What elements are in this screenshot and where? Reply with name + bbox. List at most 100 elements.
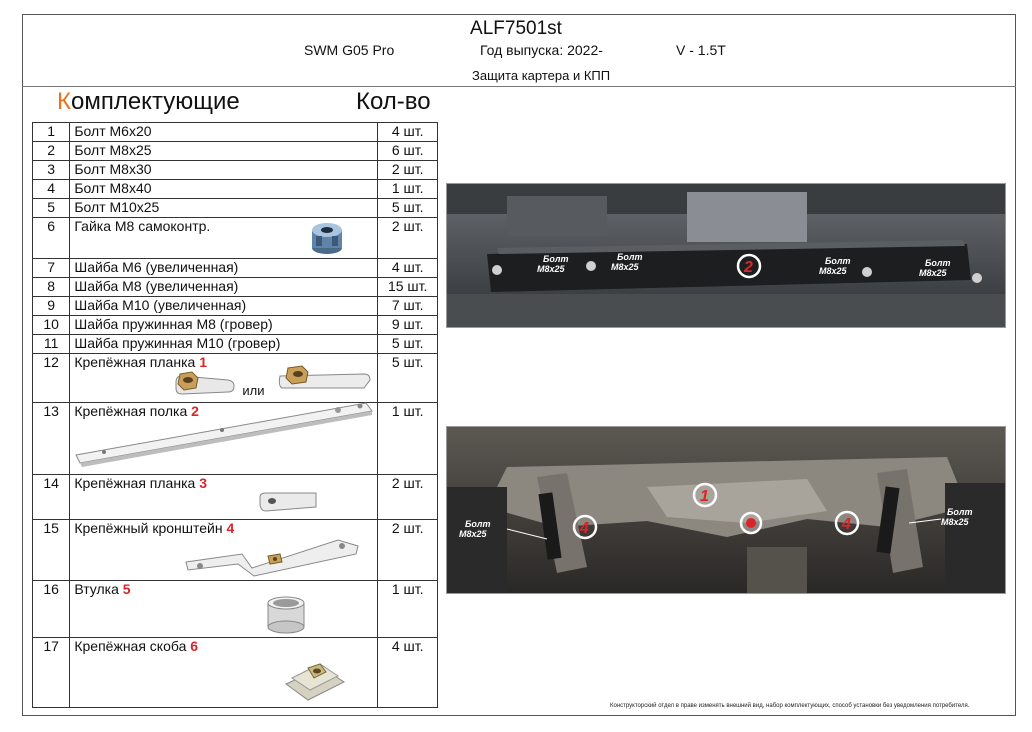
product-code: ALF7501st bbox=[470, 18, 562, 39]
callout-number: 2 bbox=[743, 259, 753, 276]
bolt-label: Болт bbox=[947, 507, 972, 517]
subframe-scene: 1 4 4 Болт M8x25 Болт M8x25 bbox=[447, 427, 1005, 593]
part-name: Шайба М8 (увеличенная) bbox=[69, 277, 379, 297]
row-number: 17 bbox=[31, 637, 71, 708]
part-ref: 4 bbox=[226, 520, 235, 536]
bolt-label: Болт bbox=[617, 252, 642, 262]
part-name: Шайба М6 (увеличенная) bbox=[69, 258, 379, 278]
part-name: Шайба М10 (увеличенная) bbox=[69, 296, 379, 316]
table-row: 13 Крепёжная полка 2 1 шт. bbox=[31, 402, 438, 475]
installation-photo-front: Болт M8x25 Болт M8x25 Болт M8x25 Болт M8… bbox=[446, 183, 1006, 328]
callout-circle bbox=[739, 511, 763, 535]
part-name-cell: Гайка М8 самоконтр. bbox=[69, 217, 379, 259]
callout-number: 4 bbox=[841, 516, 851, 533]
row-number: 2 bbox=[31, 141, 71, 161]
part-name-cell: Крепёжная скоба 6 bbox=[69, 637, 379, 708]
row-number: 10 bbox=[31, 315, 71, 335]
bolt-size-label: M8x25 bbox=[537, 264, 566, 274]
part-name: Крепёжная полка bbox=[74, 403, 188, 419]
part-name: Шайба пружинная М10 (гровер) bbox=[69, 334, 379, 354]
callout-circle bbox=[736, 253, 762, 279]
table-row: 12 Крепёжная планка 1 или 5 шт. bbox=[31, 353, 438, 403]
plate-with-nut-alt-illustration bbox=[279, 365, 371, 389]
part-qty: 4 шт. bbox=[377, 122, 438, 142]
part-ref: 3 bbox=[199, 475, 207, 491]
part-name-cell: Крепёжная планка 1 или bbox=[69, 353, 379, 403]
release-year: Год выпуска: 2022- bbox=[480, 42, 603, 58]
part-qty: 1 шт. bbox=[377, 402, 438, 475]
part-name-cell: Втулка 5 bbox=[69, 580, 379, 638]
row-number: 15 bbox=[31, 519, 71, 581]
header-divider bbox=[22, 86, 1016, 87]
part-qty: 4 шт. bbox=[377, 258, 438, 278]
bolt-size-label: M8x25 bbox=[919, 268, 948, 278]
components-title-rest: омплектующие bbox=[70, 88, 240, 115]
row-number: 14 bbox=[31, 474, 71, 520]
part-qty: 6 шт. bbox=[377, 141, 438, 161]
part-qty: 5 шт. bbox=[377, 198, 438, 218]
row-number: 8 bbox=[31, 277, 71, 297]
row-number: 6 bbox=[31, 217, 71, 259]
part-ref: 5 bbox=[122, 581, 131, 597]
part-name: Болт М10х25 bbox=[69, 198, 379, 218]
row-number: 3 bbox=[31, 160, 71, 180]
disclaimer-text: Конструкторский отдел в праве изменять в… bbox=[610, 703, 970, 709]
part-name: Крепёжная планка bbox=[74, 354, 196, 370]
page-frame bbox=[22, 14, 1016, 716]
callout-circle bbox=[572, 514, 598, 540]
bolt-size-label: M8x25 bbox=[819, 266, 848, 276]
bolt-label: Болт bbox=[543, 254, 568, 264]
part-qty: 1 шт. bbox=[377, 179, 438, 199]
part-name: Болт М8х40 bbox=[69, 179, 379, 199]
table-row: 15 Крепёжный кронштейн 4 2 шт. bbox=[31, 519, 438, 581]
row-number: 12 bbox=[31, 353, 71, 403]
bolt-size-label: M8x25 bbox=[611, 262, 640, 272]
part-name-cell: Крепёжный кронштейн 4 bbox=[69, 519, 379, 581]
bolt-label: Болт bbox=[925, 258, 950, 268]
mount-point-marker bbox=[746, 518, 756, 528]
part-name: Крепёжный кронштейн bbox=[74, 520, 223, 536]
table-row: 6 Гайка М8 самоконтр. 2 шт. bbox=[31, 217, 438, 259]
part-qty: 2 шт. bbox=[377, 474, 438, 520]
table-row: 16 Втулка 5 1 шт. bbox=[31, 580, 438, 638]
bushing-illustration bbox=[267, 596, 305, 634]
row-number: 11 bbox=[31, 334, 71, 354]
part-name: Болт М6х20 bbox=[69, 122, 379, 142]
callout-number: 1 bbox=[700, 488, 709, 505]
part-name: Болт М8х25 bbox=[69, 141, 379, 161]
callout-number: 4 bbox=[579, 520, 589, 537]
bolt-size-label: M8x25 bbox=[459, 529, 488, 539]
callout-circle bbox=[692, 482, 718, 508]
bracket-illustration bbox=[185, 539, 359, 577]
nut-illustration bbox=[312, 223, 343, 254]
car-model: SWM G05 Pro bbox=[304, 42, 395, 58]
part-name-cell: Крепёжная полка 2 bbox=[69, 402, 379, 475]
part-qty: 7 шт. bbox=[377, 296, 438, 316]
row-number: 13 bbox=[31, 402, 71, 475]
row-number: 7 bbox=[31, 258, 71, 278]
engine-volume: V - 1.5T bbox=[676, 42, 726, 58]
part-qty: 4 шт. bbox=[377, 637, 438, 708]
part-name: Болт М8х30 bbox=[69, 160, 379, 180]
plate-with-nut-illustration bbox=[175, 371, 235, 395]
part-qty: 5 шт. bbox=[377, 334, 438, 354]
table-row: 17 Крепёжная скоба 6 4 шт. bbox=[31, 637, 438, 708]
or-label: или bbox=[242, 383, 265, 398]
bolt-label: Болт bbox=[465, 519, 490, 529]
part-name: Втулка bbox=[74, 581, 119, 597]
quantity-title: Кол-во bbox=[356, 88, 431, 115]
components-title-initial: К bbox=[57, 88, 71, 115]
part-qty: 2 шт. bbox=[377, 217, 438, 259]
product-subtitle: Защита картера и КПП bbox=[472, 68, 611, 83]
clip-nut-illustration bbox=[285, 663, 346, 701]
part-qty: 2 шт. bbox=[377, 519, 438, 581]
bolt-label: Болт bbox=[825, 256, 850, 266]
part-name: Крепёжная планка bbox=[74, 475, 196, 491]
